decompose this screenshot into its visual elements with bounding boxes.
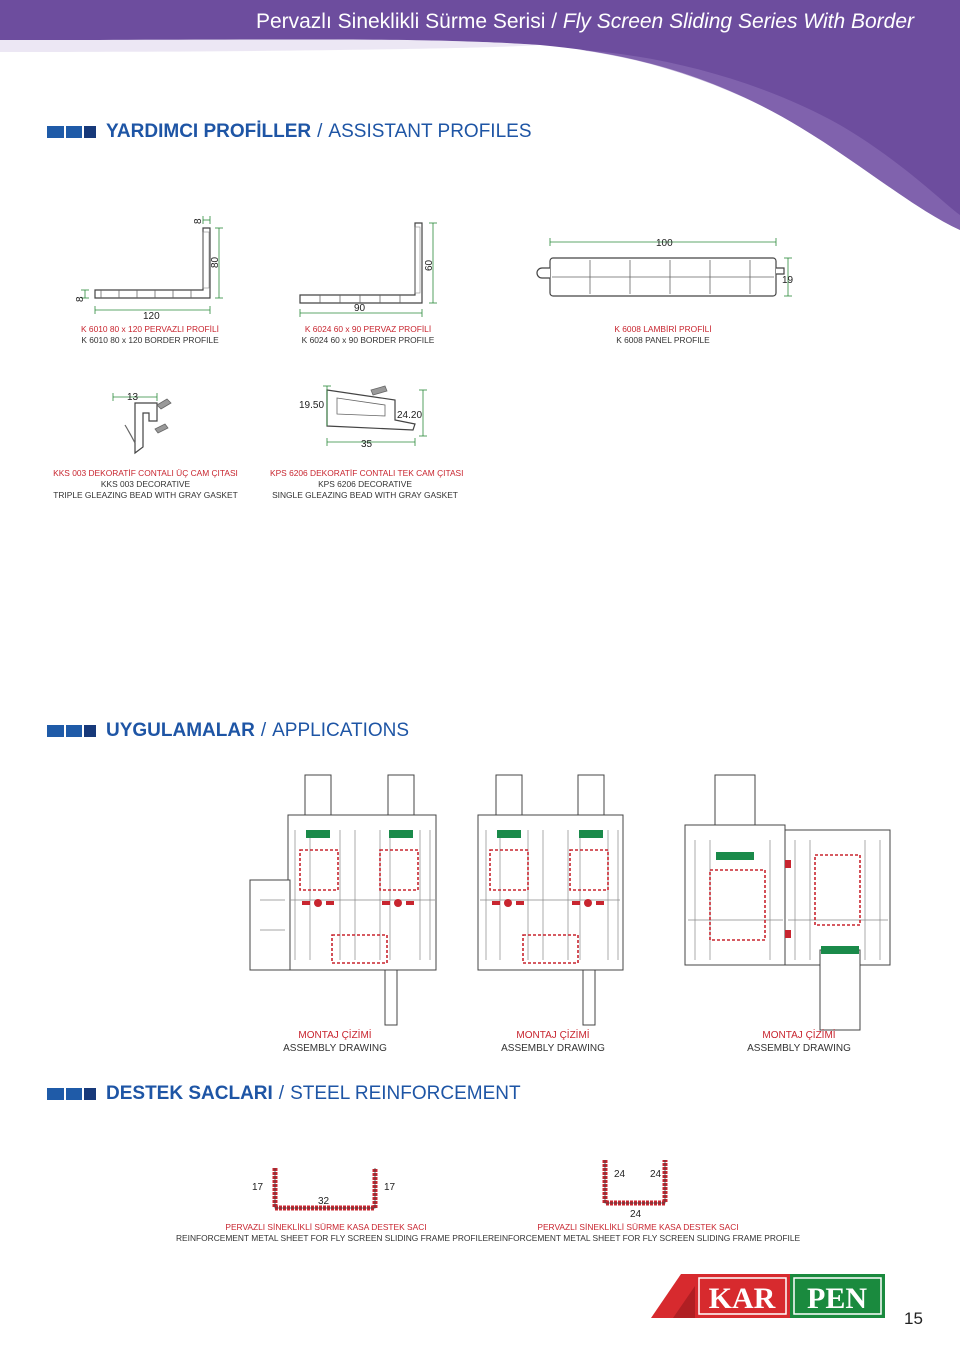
section-title-en: STEEL REINFORCEMENT: [290, 1083, 521, 1104]
heading-square-icon: [47, 725, 64, 737]
k6008-dim-width: 100: [656, 238, 673, 249]
reinforcement-1-en: REINFORCEMENT METAL SHEET FOR FLY SCREEN…: [176, 1233, 489, 1243]
karpen-logo: KAR PEN: [651, 1274, 885, 1318]
k6024-dim-width: 90: [354, 303, 366, 314]
reinforcement-1-dim-left: 17: [252, 1182, 264, 1193]
heading-square-icon: [66, 126, 82, 138]
kks003-profile-drawing: 13: [112, 392, 172, 455]
reinforcement-caption-2: PERVAZLI SİNEKLİKLİ SÜRME KASA DESTEK SA…: [488, 1222, 801, 1244]
assembly-3-tr: MONTAJ ÇİZİMİ: [762, 1030, 836, 1041]
section-separator: /: [260, 720, 267, 741]
kps6206-dim-width: 35: [361, 439, 373, 450]
kps6206-name-tr: KPS 6206 DEKORATİF CONTALI TEK CAM ÇITAS…: [270, 468, 464, 478]
k6008-name-tr: K 6008 LAMBİRİ PROFİLİ: [614, 324, 712, 334]
assembly-2-tr: MONTAJ ÇİZİMİ: [516, 1030, 590, 1041]
k6010-name-tr: K 6010 80 x 120 PERVAZLI PROFİLİ: [81, 324, 219, 334]
k6010-dim-width: 120: [143, 311, 160, 322]
assembly-1-en: ASSEMBLY DRAWING: [283, 1043, 387, 1054]
logo-text-kar: KAR: [709, 1282, 776, 1315]
k6010-caption: K 6010 80 x 120 PERVAZLI PROFİLİ K 6010 …: [60, 324, 240, 346]
kps6206-dim-left: 19.50: [299, 400, 324, 411]
section-title-tr: UYGULAMALAR: [106, 720, 255, 741]
kps6206-caption: KPS 6206 DEKORATİF CONTALI TEK CAM ÇITAS…: [270, 468, 464, 501]
logo-text-pen: PEN: [807, 1282, 867, 1315]
k6010-dim-height: 80: [210, 256, 221, 268]
k6024-profile-drawing: 60 90: [299, 222, 437, 317]
heading-square-icon: [47, 1088, 64, 1100]
reinforcement-2-dim-left: 24: [614, 1169, 626, 1180]
header-title-tr: Pervazlı Sineklikli Sürme Serisi /: [255, 10, 563, 33]
section-heading-steel-reinforcement: DESTEK SACLARI / STEEL REINFORCEMENT: [47, 1083, 521, 1105]
assembly-caption-2: MONTAJ ÇİZİMİ ASSEMBLY DRAWING: [478, 1029, 628, 1055]
kps6206-name-en1: KPS 6206 DECORATIVE: [318, 479, 412, 489]
k6010-dim-left: 8: [75, 296, 86, 302]
assembly-caption-3: MONTAJ ÇİZİMİ ASSEMBLY DRAWING: [724, 1029, 874, 1055]
kks003-name-tr: KKS 003 DEKORATİF CONTALI ÜÇ CAM ÇITASI: [53, 468, 238, 478]
header-title-en: Fly Screen Sliding Series With Border: [562, 10, 914, 33]
heading-square-icon: [66, 725, 82, 737]
assembly-2-en: ASSEMBLY DRAWING: [501, 1043, 605, 1054]
k6008-name-en: K 6008 PANEL PROFILE: [616, 335, 710, 345]
assembly-caption-1: MONTAJ ÇİZİMİ ASSEMBLY DRAWING: [260, 1029, 410, 1055]
kps6206-dim-right: 24.20: [397, 410, 422, 421]
assembly-drawing-1: [249, 774, 437, 1026]
kks003-name-en1: KKS 003 DECORATIVE: [100, 479, 191, 489]
section-title-tr: DESTEK SACLARI: [106, 1083, 273, 1104]
kps6206-name-en2: SINGLE GLEAZING BEAD WITH GRAY GASKET: [272, 490, 458, 500]
reinforcement-2-en: REINFORCEMENT METAL SHEET FOR FLY SCREEN…: [488, 1233, 801, 1243]
k6008-profile-drawing: 100 19: [536, 238, 794, 297]
reinforcement-1-dim-right: 17: [384, 1182, 396, 1193]
assembly-drawing-3: [684, 774, 891, 1031]
reinforcement-caption-1: PERVAZLI SİNEKLİKLİ SÜRME KASA DESTEK SA…: [176, 1222, 489, 1244]
kks003-dim-width: 13: [127, 392, 139, 403]
k6010-name-en: K 6010 80 x 120 BORDER PROFILE: [81, 335, 219, 345]
k6024-dim-height: 60: [424, 259, 435, 271]
assembly-1-tr: MONTAJ ÇİZİMİ: [298, 1030, 372, 1041]
assembly-drawing-2: [477, 774, 624, 1026]
heading-square-icon: [84, 1088, 96, 1100]
heading-square-icon: [84, 725, 96, 737]
kps6206-profile-drawing: 19.50 24.20 35: [299, 385, 427, 450]
section-separator: /: [278, 1083, 285, 1104]
page-header-title: Pervazlı Sineklikli Sürme Serisi / Fly S…: [256, 10, 914, 34]
k6024-name-en: K 6024 60 x 90 BORDER PROFILE: [301, 335, 435, 345]
k6008-dim-height: 19: [782, 275, 794, 286]
reinforcement-1-dim-bottom: 32: [318, 1196, 330, 1207]
section-separator: /: [317, 121, 323, 142]
assembly-3-en: ASSEMBLY DRAWING: [747, 1043, 851, 1054]
k6010-dim-top: 8: [193, 218, 204, 224]
page-number: 15: [904, 1309, 923, 1328]
heading-square-icon: [84, 126, 96, 138]
k6008-caption: K 6008 LAMBİRİ PROFİLİ K 6008 PANEL PROF…: [573, 324, 753, 346]
section-heading-applications: UYGULAMALAR / APPLICATIONS: [47, 720, 409, 742]
k6024-name-tr: K 6024 60 x 90 PERVAZ PROFİLİ: [304, 324, 432, 334]
section-title-tr: YARDIMCI PROFİLLER: [106, 121, 312, 142]
k6024-caption: K 6024 60 x 90 PERVAZ PROFİLİ K 6024 60 …: [278, 324, 458, 346]
header-banner: [0, 0, 960, 230]
reinforcement-1-tr: PERVAZLI SİNEKLİKLİ SÜRME KASA DESTEK SA…: [225, 1222, 427, 1232]
heading-square-icon: [66, 1088, 82, 1100]
kks003-name-en2: TRIPLE GLEAZING BEAD WITH GRAY GASKET: [53, 490, 238, 500]
reinforcement-2-dim-bottom: 24: [630, 1209, 642, 1220]
kks003-caption: KKS 003 DEKORATİF CONTALI ÜÇ CAM ÇITASI …: [53, 468, 238, 501]
section-title-en: ASSISTANT PROFILES: [328, 121, 532, 142]
reinforcement-2-tr: PERVAZLI SİNEKLİKLİ SÜRME KASA DESTEK SA…: [537, 1222, 739, 1232]
reinforcement-drawing-2: 24 24 24: [602, 1160, 668, 1220]
reinforcement-2-dim-right: 24: [650, 1169, 662, 1180]
section-title-en: APPLICATIONS: [272, 720, 410, 741]
k6010-profile-drawing: 8 80 8 120: [75, 216, 223, 322]
heading-square-icon: [47, 126, 64, 138]
reinforcement-drawing-1: 17 32 17: [252, 1168, 396, 1211]
section-heading-assistant-profiles: YARDIMCI PROFİLLER / ASSISTANT PROFILES: [47, 121, 532, 143]
